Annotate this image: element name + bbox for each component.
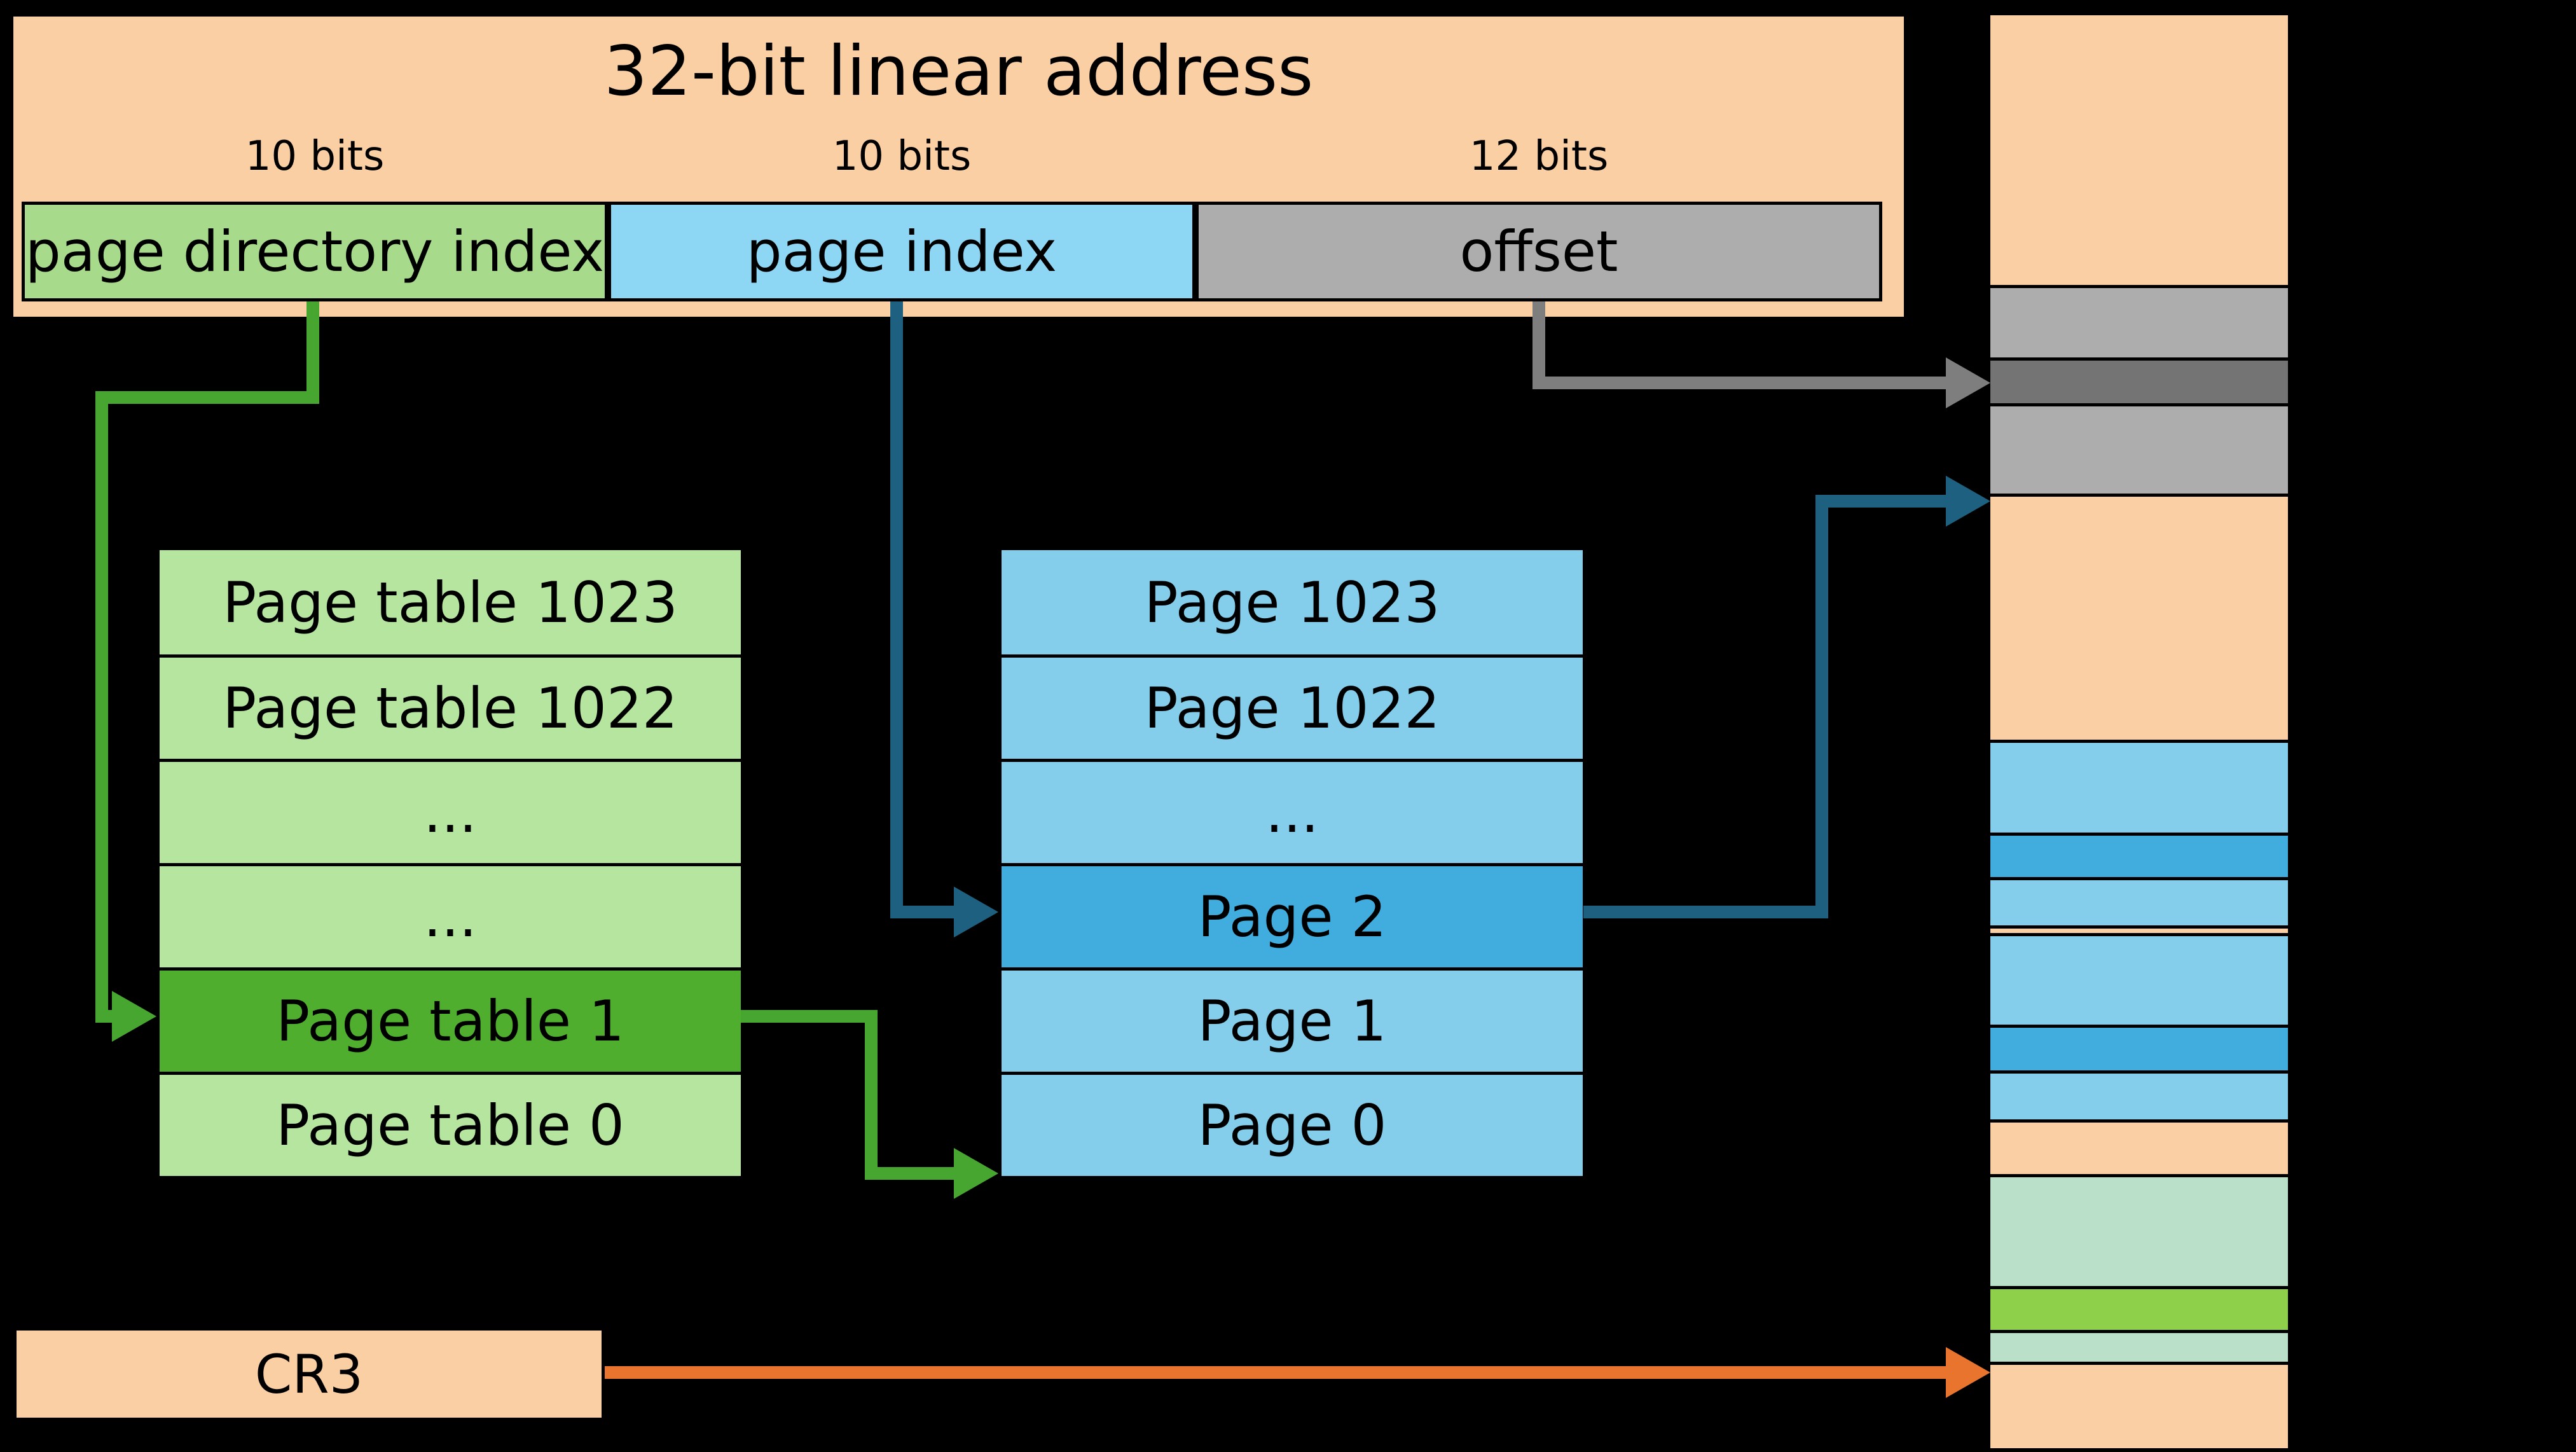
arrow-segment (890, 906, 954, 918)
arrow-head (1946, 1347, 1990, 1398)
arrow-segment (1815, 495, 1828, 918)
linear-address-panel: 32-bit linear address 10 bits 10 bits 12… (13, 17, 1904, 317)
arrow-segment (865, 1010, 878, 1180)
page-table: Page 1023 Page 1022 ... Page 2 Page 1 Pa… (998, 547, 1586, 1179)
arrow-segment (95, 391, 108, 1023)
bits-label-page-directory-index: 10 bits (245, 133, 385, 180)
physical-memory-strip (1990, 15, 2288, 1452)
memory-segment (1990, 1119, 2288, 1174)
memory-segment (1990, 877, 2288, 925)
table-row: Page table 1022 (160, 654, 741, 759)
arrow-segment (95, 391, 319, 404)
table-row: Page 1 (1002, 967, 1583, 1072)
arrow-segment (1583, 906, 1828, 918)
table-row: ... (160, 759, 741, 863)
arrow-segment (1533, 377, 1949, 389)
arrow-head (1946, 476, 1990, 527)
arrow-segment (1815, 495, 1949, 508)
field-offset: offset (1195, 202, 1882, 301)
field-page-directory-index: page directory index (22, 202, 608, 301)
arrow-segment (865, 1167, 954, 1180)
memory-segment (1990, 1286, 2288, 1330)
table-row: Page table 0 (160, 1072, 741, 1176)
memory-segment (1990, 357, 2288, 403)
memory-segment (1990, 1362, 2288, 1448)
memory-segment (1990, 740, 2288, 833)
table-row: Page table 1023 (160, 550, 741, 654)
memory-segment (1990, 925, 2288, 933)
bits-label-offset: 12 bits (1469, 133, 1609, 180)
table-row: ... (1002, 759, 1583, 863)
table-row: Page 1022 (1002, 654, 1583, 759)
memory-segment (1990, 1330, 2288, 1362)
memory-segment (1990, 403, 2288, 494)
arrow-head (954, 887, 998, 937)
arrow-head (954, 1148, 998, 1199)
memory-segment (1990, 15, 2288, 285)
bits-label-page-index: 10 bits (832, 133, 972, 180)
arrow-segment (307, 301, 319, 404)
arrow-segment (741, 1010, 878, 1023)
memory-segment (1990, 1025, 2288, 1070)
memory-segment (1990, 494, 2288, 740)
memory-segment (1990, 285, 2288, 357)
arrow-segment (1533, 301, 1545, 389)
page-directory-table: Page table 1023 Page table 1022 ... ... … (156, 547, 744, 1179)
diagram-title: 32-bit linear address (603, 32, 1314, 111)
table-row: Page 1023 (1002, 550, 1583, 654)
table-row-highlighted: Page table 1 (160, 967, 741, 1072)
memory-segment (1990, 933, 2288, 1025)
arrow-head (1946, 357, 1990, 408)
arrow-head (112, 991, 156, 1042)
memory-segment (1990, 1174, 2288, 1286)
table-row: ... (160, 863, 741, 967)
table-row: Page 0 (1002, 1072, 1583, 1176)
arrow-segment (890, 301, 903, 918)
memory-segment (1990, 1070, 2288, 1119)
field-page-index: page index (608, 202, 1195, 301)
table-row-highlighted: Page 2 (1002, 863, 1583, 967)
cr3-register-box: CR3 (13, 1327, 605, 1421)
arrow-segment (605, 1366, 1949, 1379)
memory-segment (1990, 833, 2288, 877)
